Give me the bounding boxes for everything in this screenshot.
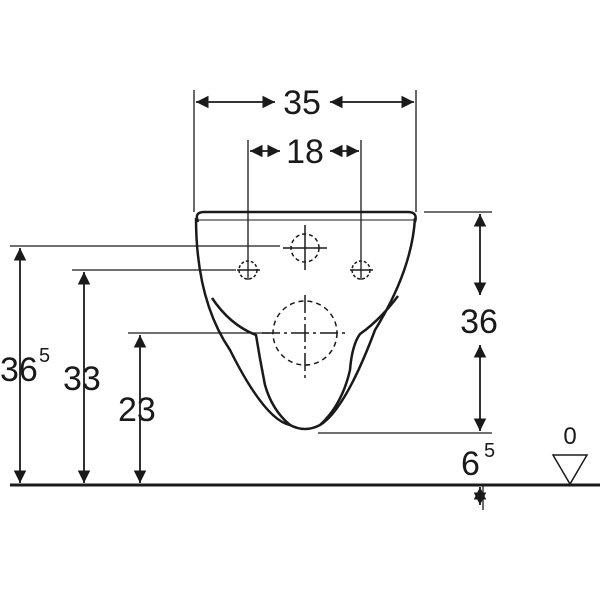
dim-33-label: 33	[63, 360, 101, 398]
dim-65-sup: 5	[484, 440, 495, 462]
toilet-rim	[195, 210, 417, 223]
dim-365-label: 36	[0, 351, 38, 389]
dim-65-label: 6	[461, 445, 480, 483]
dim-36-label: 36	[460, 303, 498, 341]
toilet-inner-right	[319, 295, 399, 426]
floor-level-triangle-icon	[551, 454, 589, 486]
dim-18-label: 18	[286, 133, 324, 171]
toilet-inner-left	[210, 297, 291, 426]
floor-level-label: 0	[563, 423, 576, 450]
dim-23-label: 23	[118, 391, 156, 429]
dim-365-sup: 5	[39, 345, 50, 367]
dim-35-label: 35	[283, 84, 321, 122]
top-hole	[283, 225, 327, 270]
outlet-hole	[262, 295, 348, 380]
